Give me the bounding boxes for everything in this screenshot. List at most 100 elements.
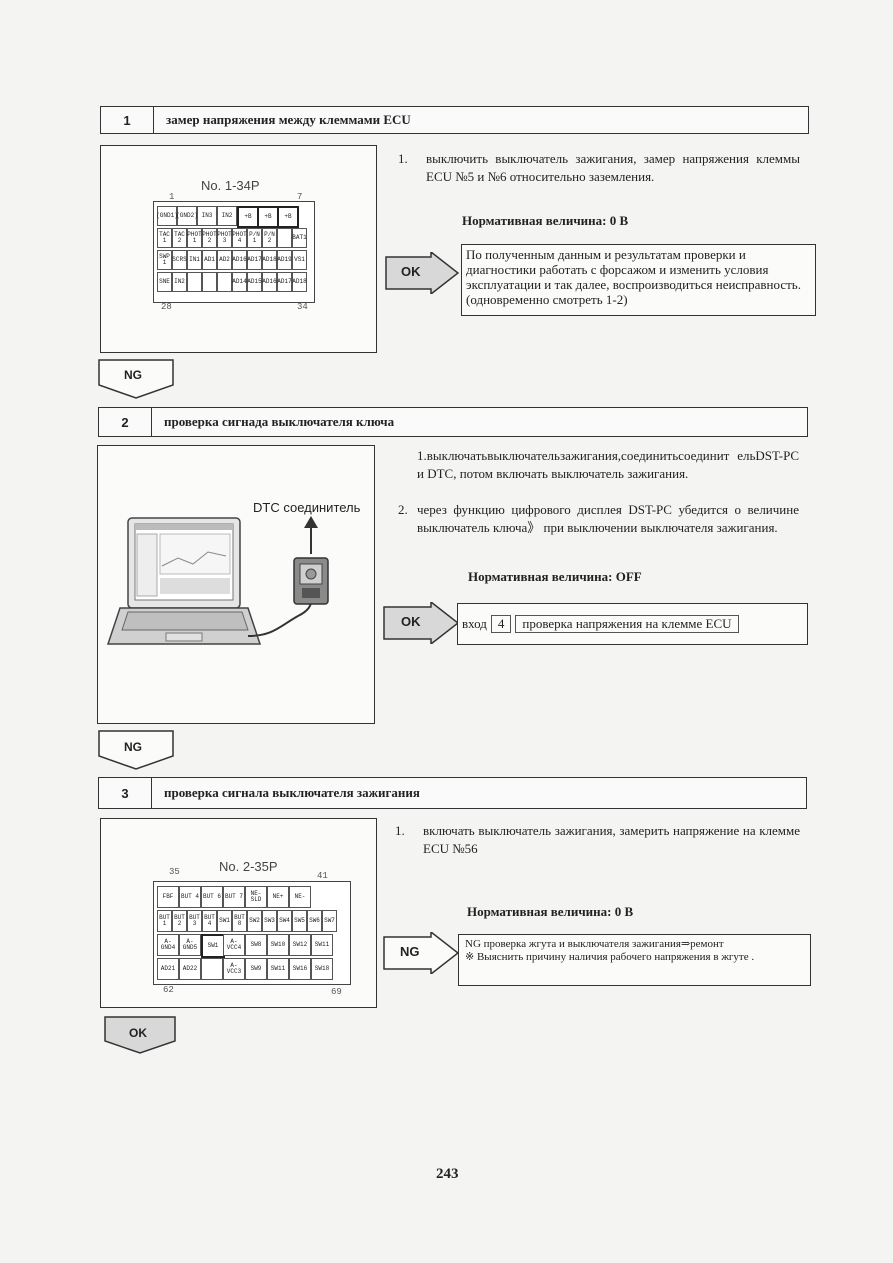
- step-2-ok-arrow: [383, 602, 459, 644]
- connector-pin: SW5: [292, 910, 307, 932]
- connector-2-label: No. 2-35P: [219, 859, 278, 874]
- connector-pin: AD19: [277, 250, 292, 270]
- connector-pin: TAC 1: [157, 228, 172, 248]
- step-1-instruction-num: 1.: [398, 151, 408, 166]
- connector-pin: SCRS: [172, 250, 187, 270]
- step-3-ok-arrow: [104, 1016, 176, 1054]
- connector-pin: BUT 1: [157, 910, 172, 932]
- connector-pin: VS1: [292, 250, 307, 270]
- connector-pin: AD15: [247, 272, 262, 292]
- connector-pin: AD22: [179, 958, 201, 980]
- step-2-number: 2: [99, 408, 152, 436]
- connector-pin: NE-SLD: [245, 886, 267, 908]
- connector-pin: BUT 4: [179, 886, 201, 908]
- connector-1-pin-first: 1: [169, 192, 175, 202]
- connector-pin: AD16: [232, 250, 247, 270]
- step-2-instruction-2-num: 2.: [398, 502, 408, 517]
- step-2-laptop-figure: DTC соединитель: [97, 445, 375, 724]
- connector-pin: FBF: [157, 886, 179, 908]
- connector-pin: NE-: [289, 886, 311, 908]
- connector-pin: SNE: [157, 272, 172, 292]
- step-2-header: 2 проверка сигнада выключателя ключа: [98, 407, 808, 437]
- connector-pin: BUT 6: [201, 886, 223, 908]
- step-3-instruction-text: включать выключатель зажигания, замерить…: [423, 823, 800, 856]
- connector-pin: (GND2): [176, 206, 198, 226]
- step-3-title: проверка сигнала выключателя зажигания: [164, 785, 420, 800]
- connector-pin: AD18: [262, 250, 277, 270]
- connector-pin: NE+: [267, 886, 289, 908]
- connector-pin: AD21: [157, 958, 179, 980]
- connector-pin: A-GND5: [179, 934, 201, 956]
- step-3-instruction: 1. включать выключатель зажигания, замер…: [395, 822, 800, 858]
- connector-pin: SW18: [311, 958, 333, 980]
- connector-pin: SW7: [322, 910, 337, 932]
- step-2-instruction-2: 2. через функцию цифрового дисплея DST-P…: [398, 501, 799, 537]
- step-2-ng-label: NG: [124, 740, 142, 754]
- connector-pin: [202, 272, 217, 292]
- connector-1-pin-second: 7: [297, 192, 303, 202]
- step-2-title: проверка сигнада выключателя ключа: [164, 414, 395, 429]
- connector-pin: SW12: [289, 934, 311, 956]
- step-3-ng-result-line1: NG проверка жгута и выключателя зажигани…: [465, 938, 724, 950]
- connector-pin: +B: [237, 206, 259, 228]
- step-2-ok-label: OK: [401, 614, 421, 629]
- connector-1-pin-bottom-left: 28: [161, 302, 172, 312]
- step-3-header: 3 проверка сигнала выключателя зажигания: [98, 777, 807, 809]
- connector-pin: PHOT 1: [187, 228, 202, 248]
- step-2-instruction-1: 1.выключатьвыключательзажигания,соединит…: [417, 448, 799, 481]
- step-3-ng-result: NG проверка жгута и выключателя зажигани…: [458, 934, 811, 986]
- step-2-instruction-2-text: через функцию цифрового дисплея DST-PC у…: [417, 502, 799, 535]
- connector-pin: IN3: [197, 206, 217, 226]
- connector-pin: IN2: [217, 206, 237, 226]
- step-3-number: 3: [99, 778, 152, 808]
- step-2-entry-number: 4: [490, 615, 512, 633]
- step-1-instruction: 1. выключить выключатель зажигания, заме…: [398, 150, 800, 186]
- connector-pin: AD17: [277, 272, 292, 292]
- connector-pin: IN1: [187, 250, 202, 270]
- step-1-instruction-text: выключить выключатель зажигания, замер н…: [426, 151, 800, 184]
- connector-pin: BUT 2: [172, 910, 187, 932]
- connector-pin: SW9: [245, 958, 267, 980]
- connector-pin: A-VCC4: [223, 934, 245, 956]
- connector-pin: [201, 958, 223, 980]
- connector-pin: +B: [277, 206, 299, 228]
- page-number: 243: [436, 1166, 459, 1182]
- connector-2-pin-bottom-left: 62: [163, 985, 174, 995]
- connector-pin: BUT 4: [202, 910, 217, 932]
- connector-pin: AD17: [247, 250, 262, 270]
- connector-pin: SW6: [307, 910, 322, 932]
- connector-2-pin-second: 41: [317, 871, 328, 881]
- connector-pin: AD1: [202, 250, 217, 270]
- connector-pin: [187, 272, 202, 292]
- step-3-ng-arrow: [383, 932, 459, 974]
- connector-pin: TAC 2: [172, 228, 187, 248]
- connector-pin: SW1: [201, 934, 225, 958]
- connector-pin: SW2: [247, 910, 262, 932]
- connector-pin: SW10: [267, 934, 289, 956]
- connector-pin: [217, 272, 232, 292]
- connector-pin: [277, 228, 292, 248]
- connector-pin: PHOT 4: [232, 228, 247, 248]
- step-3-standard: Нормативная величина: 0 В: [467, 904, 634, 919]
- connector-pin: AD18: [292, 272, 307, 292]
- connector-pin: SW8: [245, 934, 267, 956]
- connector-pin: (GND1): [156, 206, 178, 226]
- connector-pin: BAT1: [292, 228, 307, 248]
- connector-pin: AD16: [262, 272, 277, 292]
- step-1-ng-arrow: [98, 359, 174, 399]
- connector-1-pin-bottom-right: 34: [297, 302, 308, 312]
- connector-pin: BUT 7: [223, 886, 245, 908]
- connector-pin: +B: [257, 206, 279, 228]
- step-1-ok-result: По полученным данным и результатам прове…: [461, 244, 816, 316]
- connector-2-pin-first: 35: [169, 867, 180, 877]
- step-2-ng-arrow: [98, 730, 174, 770]
- connector-pin: A-VCC3: [223, 958, 245, 980]
- connector-pin: P/N 2: [262, 228, 277, 248]
- connector-pin: SW11: [267, 958, 289, 980]
- step-3-ng-result-line2: ※ Выяснить причину наличия рабочего напр…: [465, 951, 755, 963]
- step-2-standard: Нормативная величина: OFF: [468, 569, 642, 584]
- connector-pin: A-GND4: [157, 934, 179, 956]
- step-1-ok-label: OK: [401, 264, 421, 279]
- step-2-entry-label: вход: [462, 616, 487, 631]
